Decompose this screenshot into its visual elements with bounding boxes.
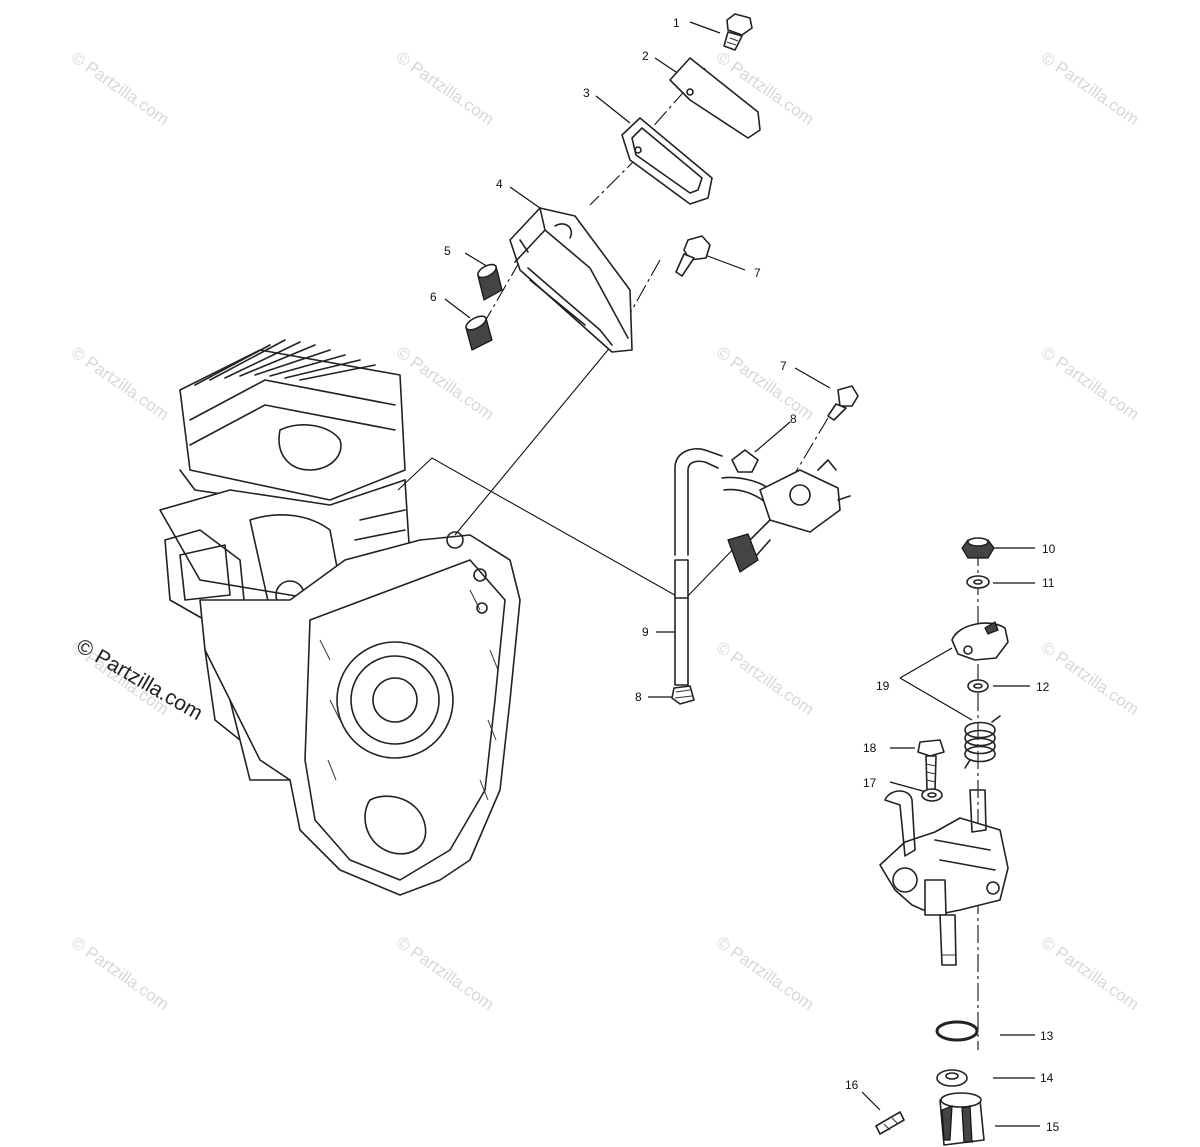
crankcase xyxy=(199,531,521,896)
watermark-text: © Partzilla.com xyxy=(68,933,173,1014)
engine-assembly xyxy=(159,339,521,896)
callout-6: 6 xyxy=(430,290,437,304)
callout-9: 9 xyxy=(642,625,649,639)
callout-8-lower: 8 xyxy=(635,690,642,704)
watermark-text: © Partzilla.com xyxy=(393,343,498,424)
callout-13: 13 xyxy=(1040,1029,1054,1043)
watermark-text: © Partzilla.com xyxy=(68,343,173,424)
watermark-text: © Partzilla.com xyxy=(1038,48,1143,129)
cylinder-head xyxy=(179,339,406,511)
callout-4: 4 xyxy=(496,177,503,191)
callout-labels: 1 2 3 4 5 6 7 7 8 8 9 10 11 12 13 14 15 … xyxy=(430,16,1060,1134)
washer-11 xyxy=(966,575,990,589)
callout-2: 2 xyxy=(642,49,649,63)
watermark-text: © Partzilla.com xyxy=(1038,933,1143,1014)
sealing-washer xyxy=(921,788,943,802)
control-lever xyxy=(951,621,1009,661)
cover-plate xyxy=(669,57,761,139)
watermark-text: © Partzilla.com xyxy=(393,933,498,1014)
callout-12: 12 xyxy=(1036,680,1050,694)
callout-8-upper: 8 xyxy=(790,412,797,426)
return-spring xyxy=(964,715,1001,769)
drive-gear xyxy=(939,1092,985,1146)
callout-1: 1 xyxy=(673,16,680,30)
gasket xyxy=(621,117,713,205)
callout-10: 10 xyxy=(1042,542,1056,556)
callout-11: 11 xyxy=(1042,576,1055,590)
callout-7-lower: 7 xyxy=(780,359,787,373)
main-watermark: © Partzilla.com xyxy=(73,634,207,725)
oil-hose-straight xyxy=(674,559,689,686)
watermark-text: © Partzilla.com xyxy=(68,48,173,129)
bolt-7-lower xyxy=(827,385,859,421)
hose-clamp-upper xyxy=(731,449,759,473)
oil-pump-center xyxy=(727,459,851,573)
watermark-text: © Partzilla.com xyxy=(713,343,818,424)
drive-pin xyxy=(875,1111,905,1135)
watermark-text: © Partzilla.com xyxy=(1038,343,1143,424)
watermark-text: © Partzilla.com xyxy=(1038,638,1143,719)
callout-16: 16 xyxy=(845,1078,859,1092)
o-ring xyxy=(935,1020,979,1042)
callout-19: 19 xyxy=(876,679,890,693)
callout-17: 17 xyxy=(863,776,877,790)
bleed-screw xyxy=(917,739,945,791)
bolt-7-upper xyxy=(675,235,711,277)
assembly-lines xyxy=(397,21,1040,1127)
callout-15: 15 xyxy=(1046,1120,1060,1134)
washer-12 xyxy=(967,679,989,693)
callout-18: 18 xyxy=(863,741,877,755)
callout-7-upper: 7 xyxy=(754,266,761,280)
reservoir-housing xyxy=(509,207,633,353)
watermark-text: © Partzilla.com xyxy=(713,638,818,719)
hose-clamp-lower xyxy=(671,685,695,705)
callout-3: 3 xyxy=(583,86,590,100)
nut xyxy=(961,537,995,559)
watermark-text: © Partzilla.com xyxy=(713,933,818,1014)
bolt-1 xyxy=(723,13,753,51)
oil-pump-body xyxy=(879,789,1009,966)
callout-5: 5 xyxy=(444,244,451,258)
grommet-5 xyxy=(477,263,503,301)
grommet-6 xyxy=(465,315,493,351)
oil-seal xyxy=(936,1069,968,1087)
callout-14: 14 xyxy=(1040,1071,1054,1085)
watermark-text: © Partzilla.com xyxy=(393,48,498,129)
